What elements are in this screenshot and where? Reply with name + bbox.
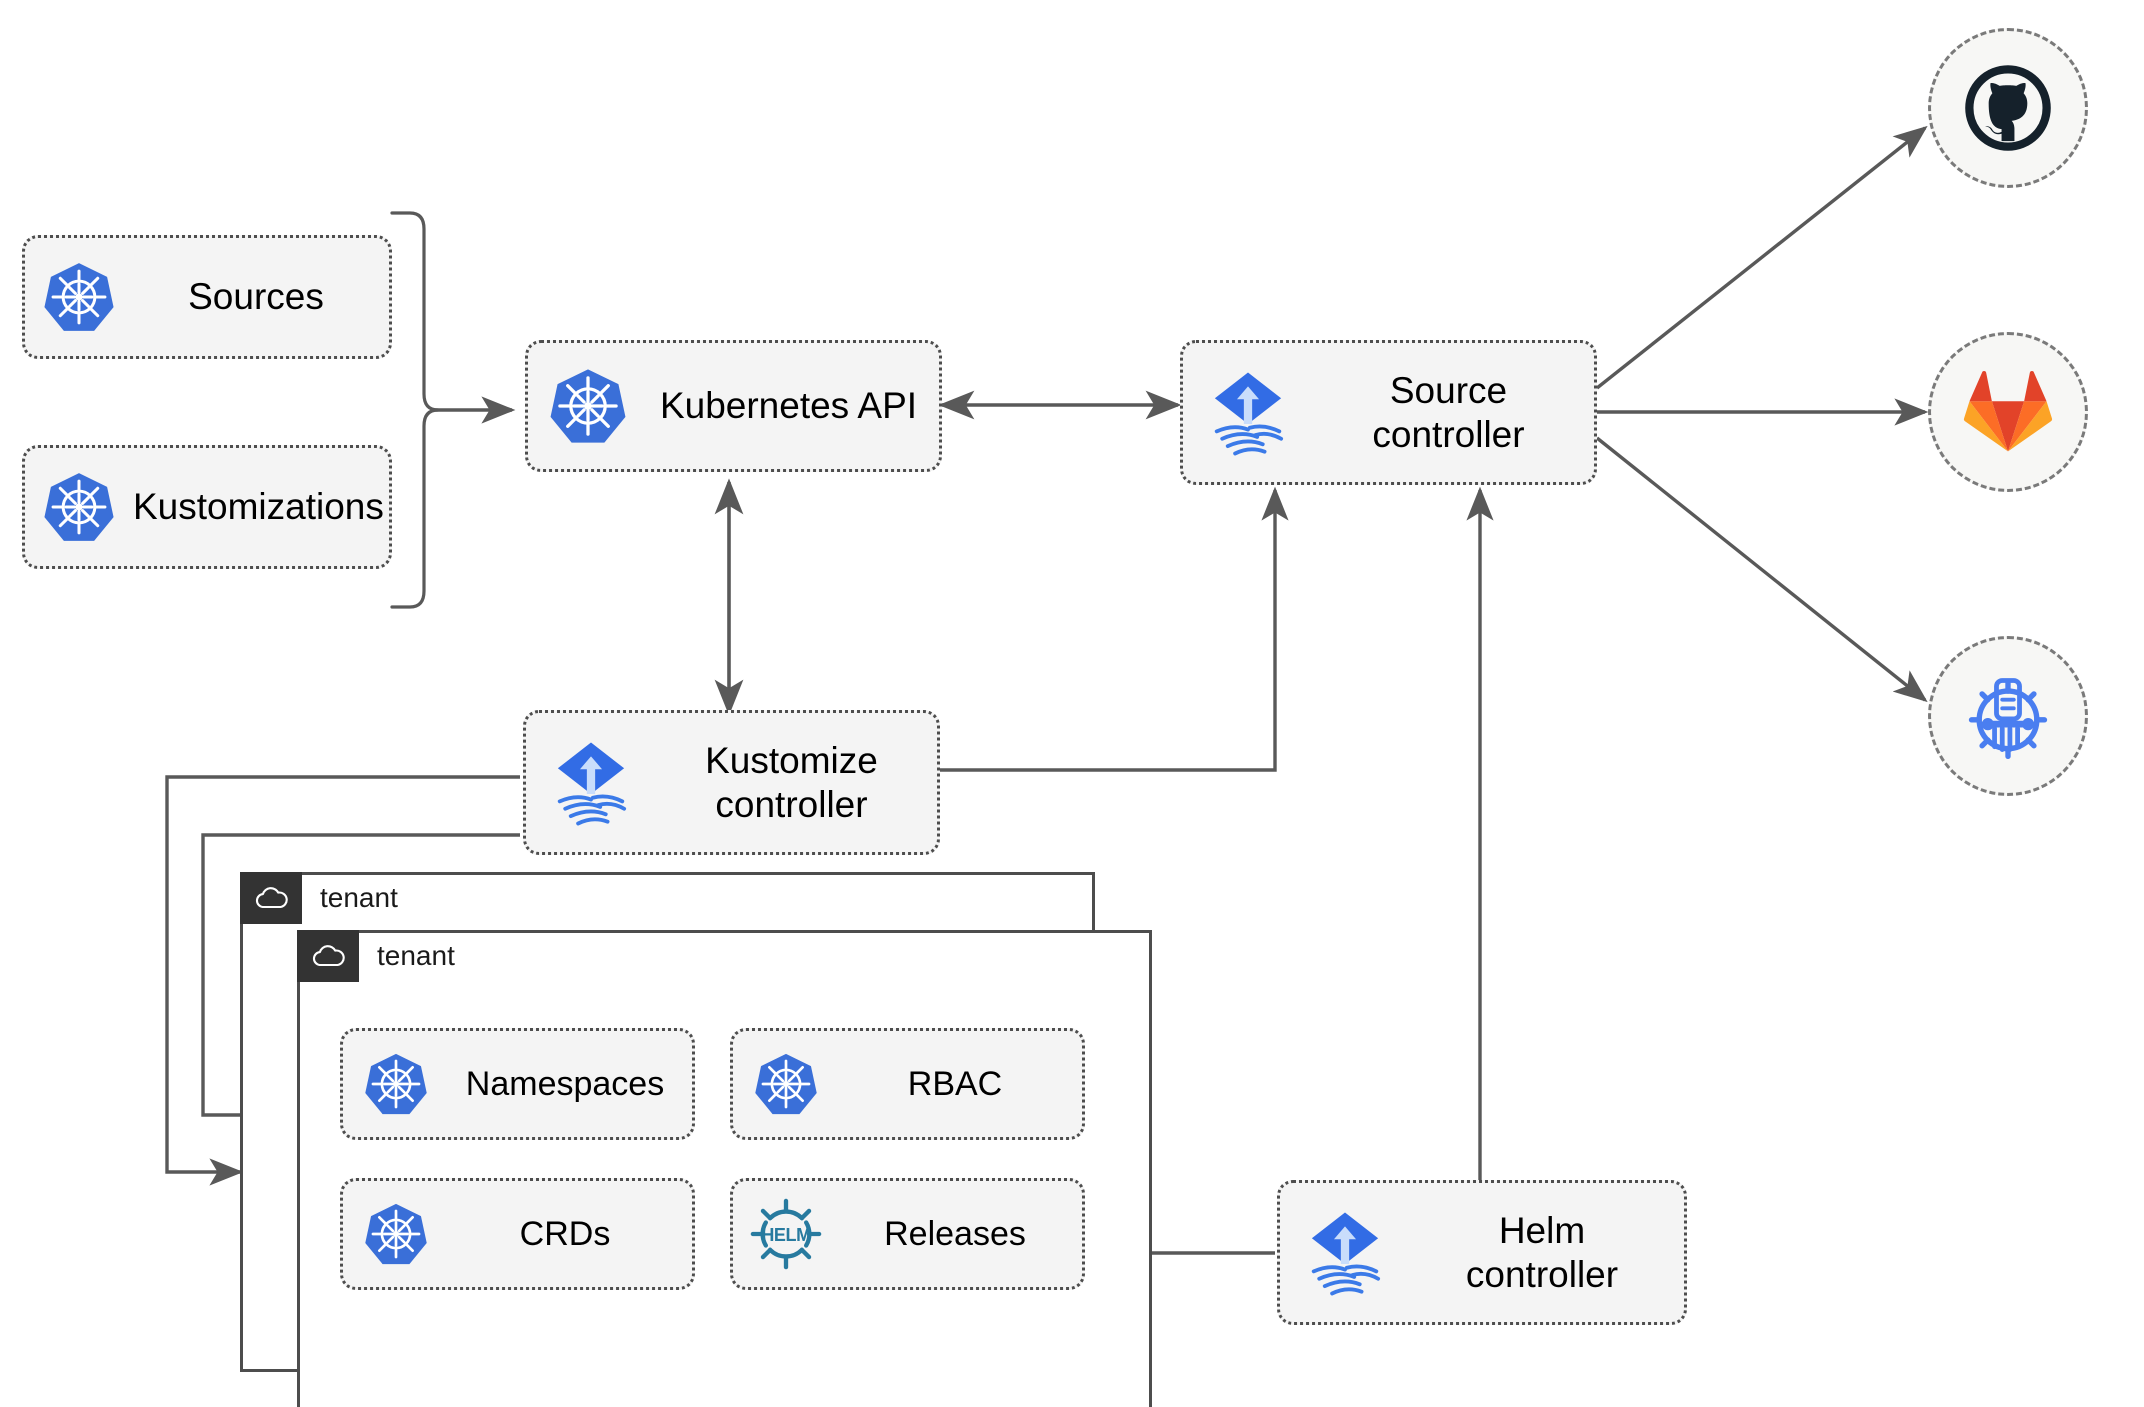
edge-source-to-github — [1595, 125, 1928, 390]
node-crds-label: CRDs — [519, 1214, 611, 1253]
node-sources-label: Sources — [188, 276, 324, 318]
kubernetes-icon — [528, 367, 648, 445]
node-namespaces[interactable]: Namespaces — [340, 1028, 695, 1140]
svg-text:HELM: HELM — [761, 1225, 810, 1245]
kubernetes-icon — [733, 1052, 838, 1116]
edge-kustomize-to-source — [938, 486, 1289, 772]
flux-icon — [1183, 367, 1313, 459]
helm-icon: HELM — [733, 1198, 838, 1270]
node-releases-label: Releases — [884, 1214, 1026, 1253]
tenant-front-header: tenant — [297, 930, 455, 982]
node-crds[interactable]: CRDs — [340, 1178, 695, 1290]
tenant-container-front[interactable]: tenant — [297, 930, 1152, 1407]
node-kustomize-controller[interactable]: Kustomize controller — [523, 710, 940, 855]
node-harbor[interactable] — [1928, 636, 2088, 796]
edge-source-to-harbor — [1595, 436, 1928, 703]
node-gitlab[interactable] — [1928, 332, 2088, 492]
node-kubernetes-api[interactable]: Kubernetes API — [525, 340, 942, 472]
edge-resources-to-api — [390, 211, 516, 609]
node-source-controller-label: Source controller — [1372, 369, 1525, 455]
flux-icon — [1280, 1207, 1410, 1299]
node-rbac-label: RBAC — [907, 1064, 1003, 1103]
tenant-back-label: tenant — [320, 882, 398, 913]
kubernetes-icon — [343, 1202, 448, 1266]
cloud-icon — [240, 872, 302, 924]
node-helm-controller-label: Helm controller — [1465, 1209, 1619, 1295]
kubernetes-icon — [25, 261, 133, 333]
node-github[interactable] — [1928, 28, 2088, 188]
harbor-icon — [1968, 678, 2048, 760]
tenant-front-label: tenant — [377, 940, 455, 971]
github-icon — [1965, 65, 2051, 151]
flux-icon — [526, 737, 656, 829]
kubernetes-icon — [25, 471, 133, 543]
node-kustomizations-label: Kustomizations — [133, 486, 384, 528]
node-source-controller[interactable]: Source controller — [1180, 340, 1597, 485]
node-sources[interactable]: Sources — [22, 235, 392, 359]
tenant-back-header: tenant — [240, 872, 398, 924]
node-releases[interactable]: HELM Releases — [730, 1178, 1085, 1290]
node-namespaces-label: Namespaces — [465, 1064, 665, 1103]
node-rbac[interactable]: RBAC — [730, 1028, 1085, 1140]
kubernetes-icon — [343, 1052, 448, 1116]
node-kubernetes-api-label: Kubernetes API — [659, 385, 918, 427]
node-kustomize-controller-label: Kustomize controller — [705, 739, 878, 825]
node-kustomizations[interactable]: Kustomizations — [22, 445, 392, 569]
node-helm-controller[interactable]: Helm controller — [1277, 1180, 1687, 1325]
cloud-icon — [297, 930, 359, 982]
gitlab-icon — [1963, 371, 2053, 452]
